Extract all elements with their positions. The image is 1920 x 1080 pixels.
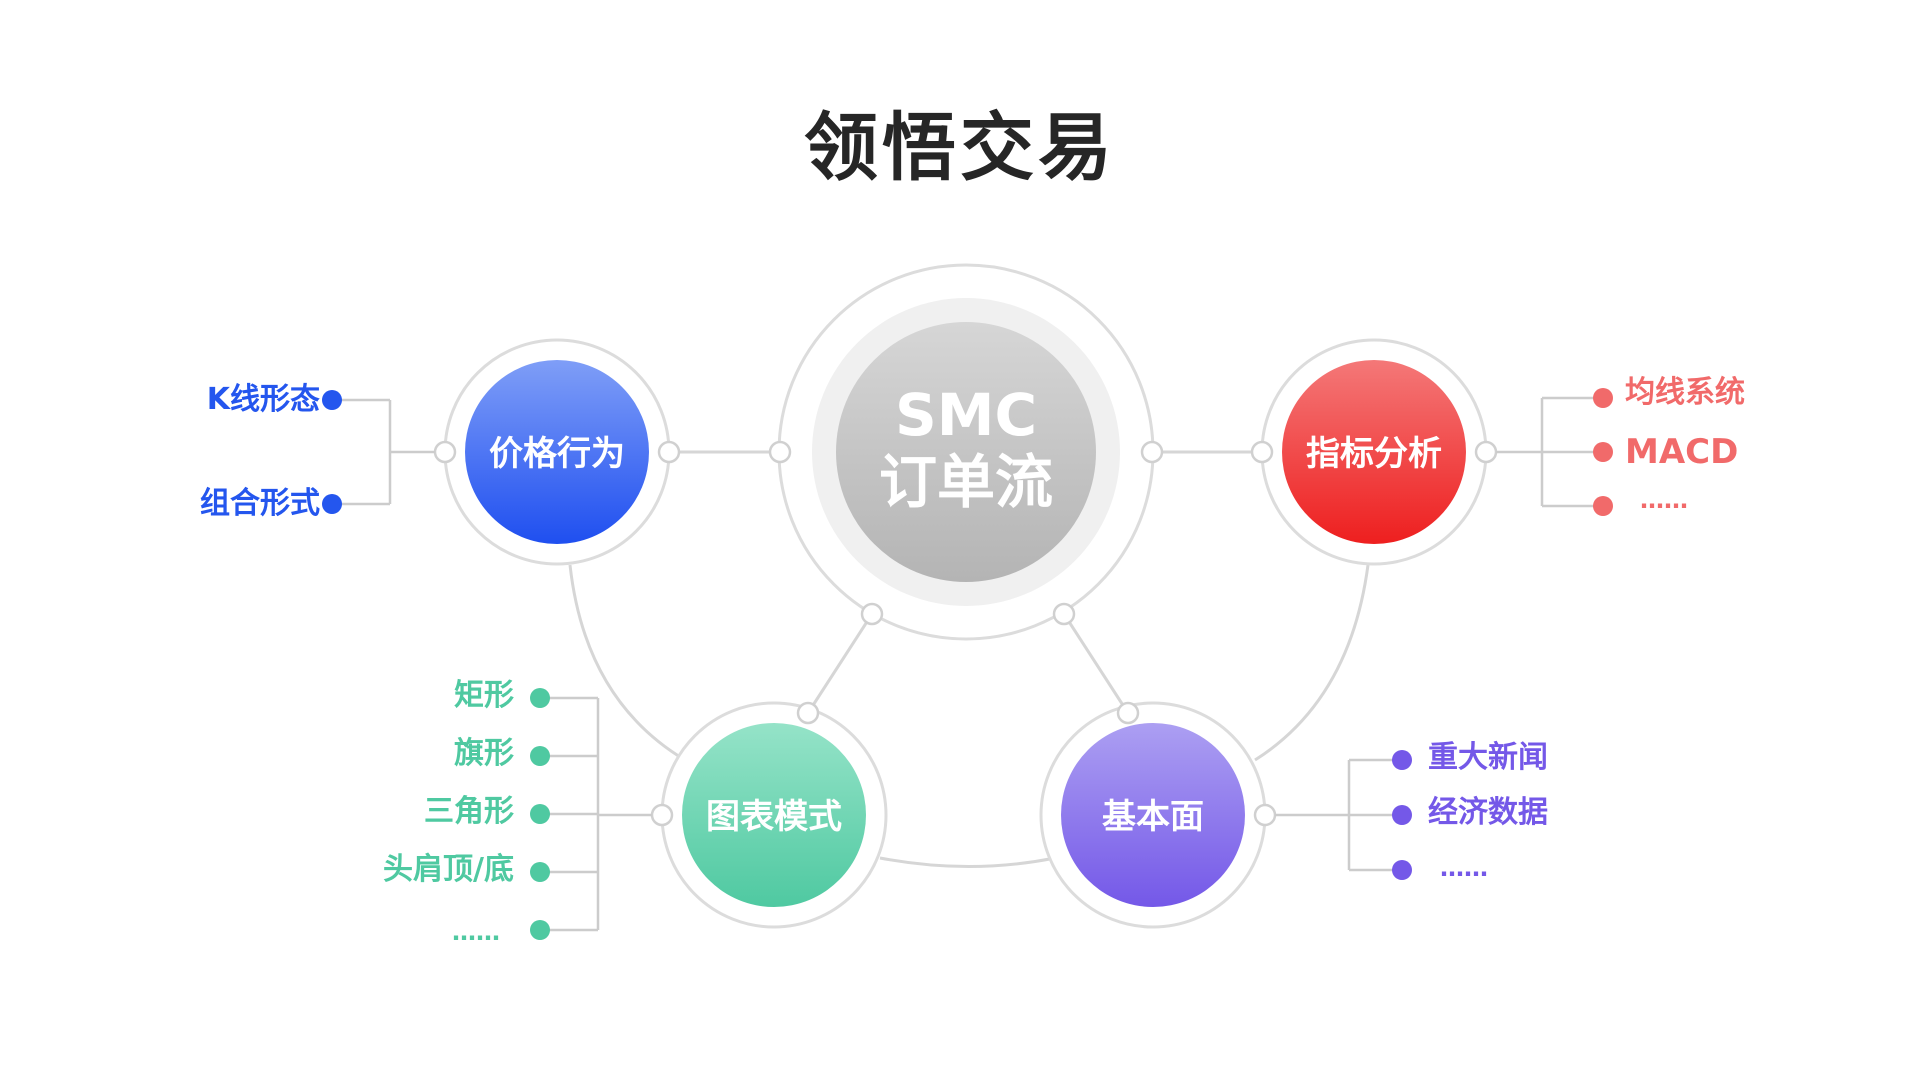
junction-dots [433, 440, 1498, 827]
bullet-dot [1593, 442, 1613, 462]
junction-chart-top [796, 701, 820, 725]
chart-pattern-item: 三角形 [424, 794, 514, 829]
bullet-dot [530, 920, 550, 940]
price-action-item: K线形态 [206, 382, 320, 417]
arc-indicator-to-fundamental [1254, 564, 1370, 762]
line-center-to-chart [806, 613, 874, 714]
center-node [777, 263, 1155, 641]
junction-indicator-right [1474, 440, 1498, 464]
chart-pattern-item: …… [452, 918, 500, 946]
indicators-bullets [1593, 388, 1613, 516]
indicators-node [1260, 338, 1488, 566]
junction-center-right [1140, 440, 1164, 464]
chart-pattern-item: 头肩顶/底 [383, 852, 514, 887]
indicator-item: MACD [1625, 432, 1739, 472]
indicator-item: …… [1640, 486, 1688, 514]
price-action-bullets [322, 390, 342, 514]
fundamentals-bullets [1392, 750, 1412, 880]
bullet-dot [1392, 750, 1412, 770]
connector-lines [669, 450, 1262, 714]
connector-arcs [568, 564, 1370, 868]
arc-chart-to-fundamental [879, 856, 1056, 868]
price-action-label: 价格行为 [489, 434, 625, 474]
chart-patterns-bullets [530, 688, 550, 940]
bullet-dot [1593, 496, 1613, 516]
junction-price-right [657, 440, 681, 464]
fundamental-item: …… [1440, 854, 1488, 882]
arc-price-to-chart [568, 564, 686, 762]
bullet-dot [322, 494, 342, 514]
indicators-bracket [1496, 396, 1603, 508]
chart-patterns-bracket [540, 696, 652, 932]
center-line-2: 订单流 [878, 447, 1053, 516]
junction-price-left [433, 440, 457, 464]
chart-pattern-item: 矩形 [454, 678, 514, 713]
indicators-label: 指标分析 [1306, 434, 1442, 474]
fundamentals-label: 基本面 [1102, 797, 1204, 837]
indicator-item: 均线系统 [1625, 375, 1745, 410]
page-title: 领悟交易 [804, 105, 1116, 191]
bullet-dot [530, 688, 550, 708]
center-line-1: SMC [894, 381, 1038, 449]
chart-pattern-item: 旗形 [454, 736, 514, 771]
price-action-bracket [332, 398, 435, 506]
junction-fundamental-right [1253, 803, 1277, 827]
fundamental-item: 经济数据 [1428, 795, 1548, 830]
bullet-dot [1392, 805, 1412, 825]
junction-indicator-left [1250, 440, 1274, 464]
junction-center-lower-left [860, 602, 884, 626]
line-center-to-fundamental [1062, 613, 1130, 714]
junction-chart-left [650, 803, 674, 827]
junction-fundamental-top [1116, 701, 1140, 725]
bullet-dot [1593, 388, 1613, 408]
fundamentals-bracket [1275, 758, 1402, 872]
bullet-dot [322, 390, 342, 410]
fundamentals-node [1039, 701, 1267, 929]
junction-center-lower-right [1052, 602, 1076, 626]
bullet-dot [530, 746, 550, 766]
center-node-label: SMC 订单流 [836, 382, 1096, 515]
price-action-node [443, 338, 671, 566]
chart-patterns-node [660, 701, 888, 929]
bullet-dot [530, 862, 550, 882]
junction-center-left [768, 440, 792, 464]
price-action-item: 组合形式 [200, 486, 320, 521]
fundamental-item: 重大新闻 [1428, 740, 1548, 775]
bullet-dot [530, 804, 550, 824]
chart-patterns-label: 图表模式 [706, 797, 842, 837]
bullet-dot [1392, 860, 1412, 880]
